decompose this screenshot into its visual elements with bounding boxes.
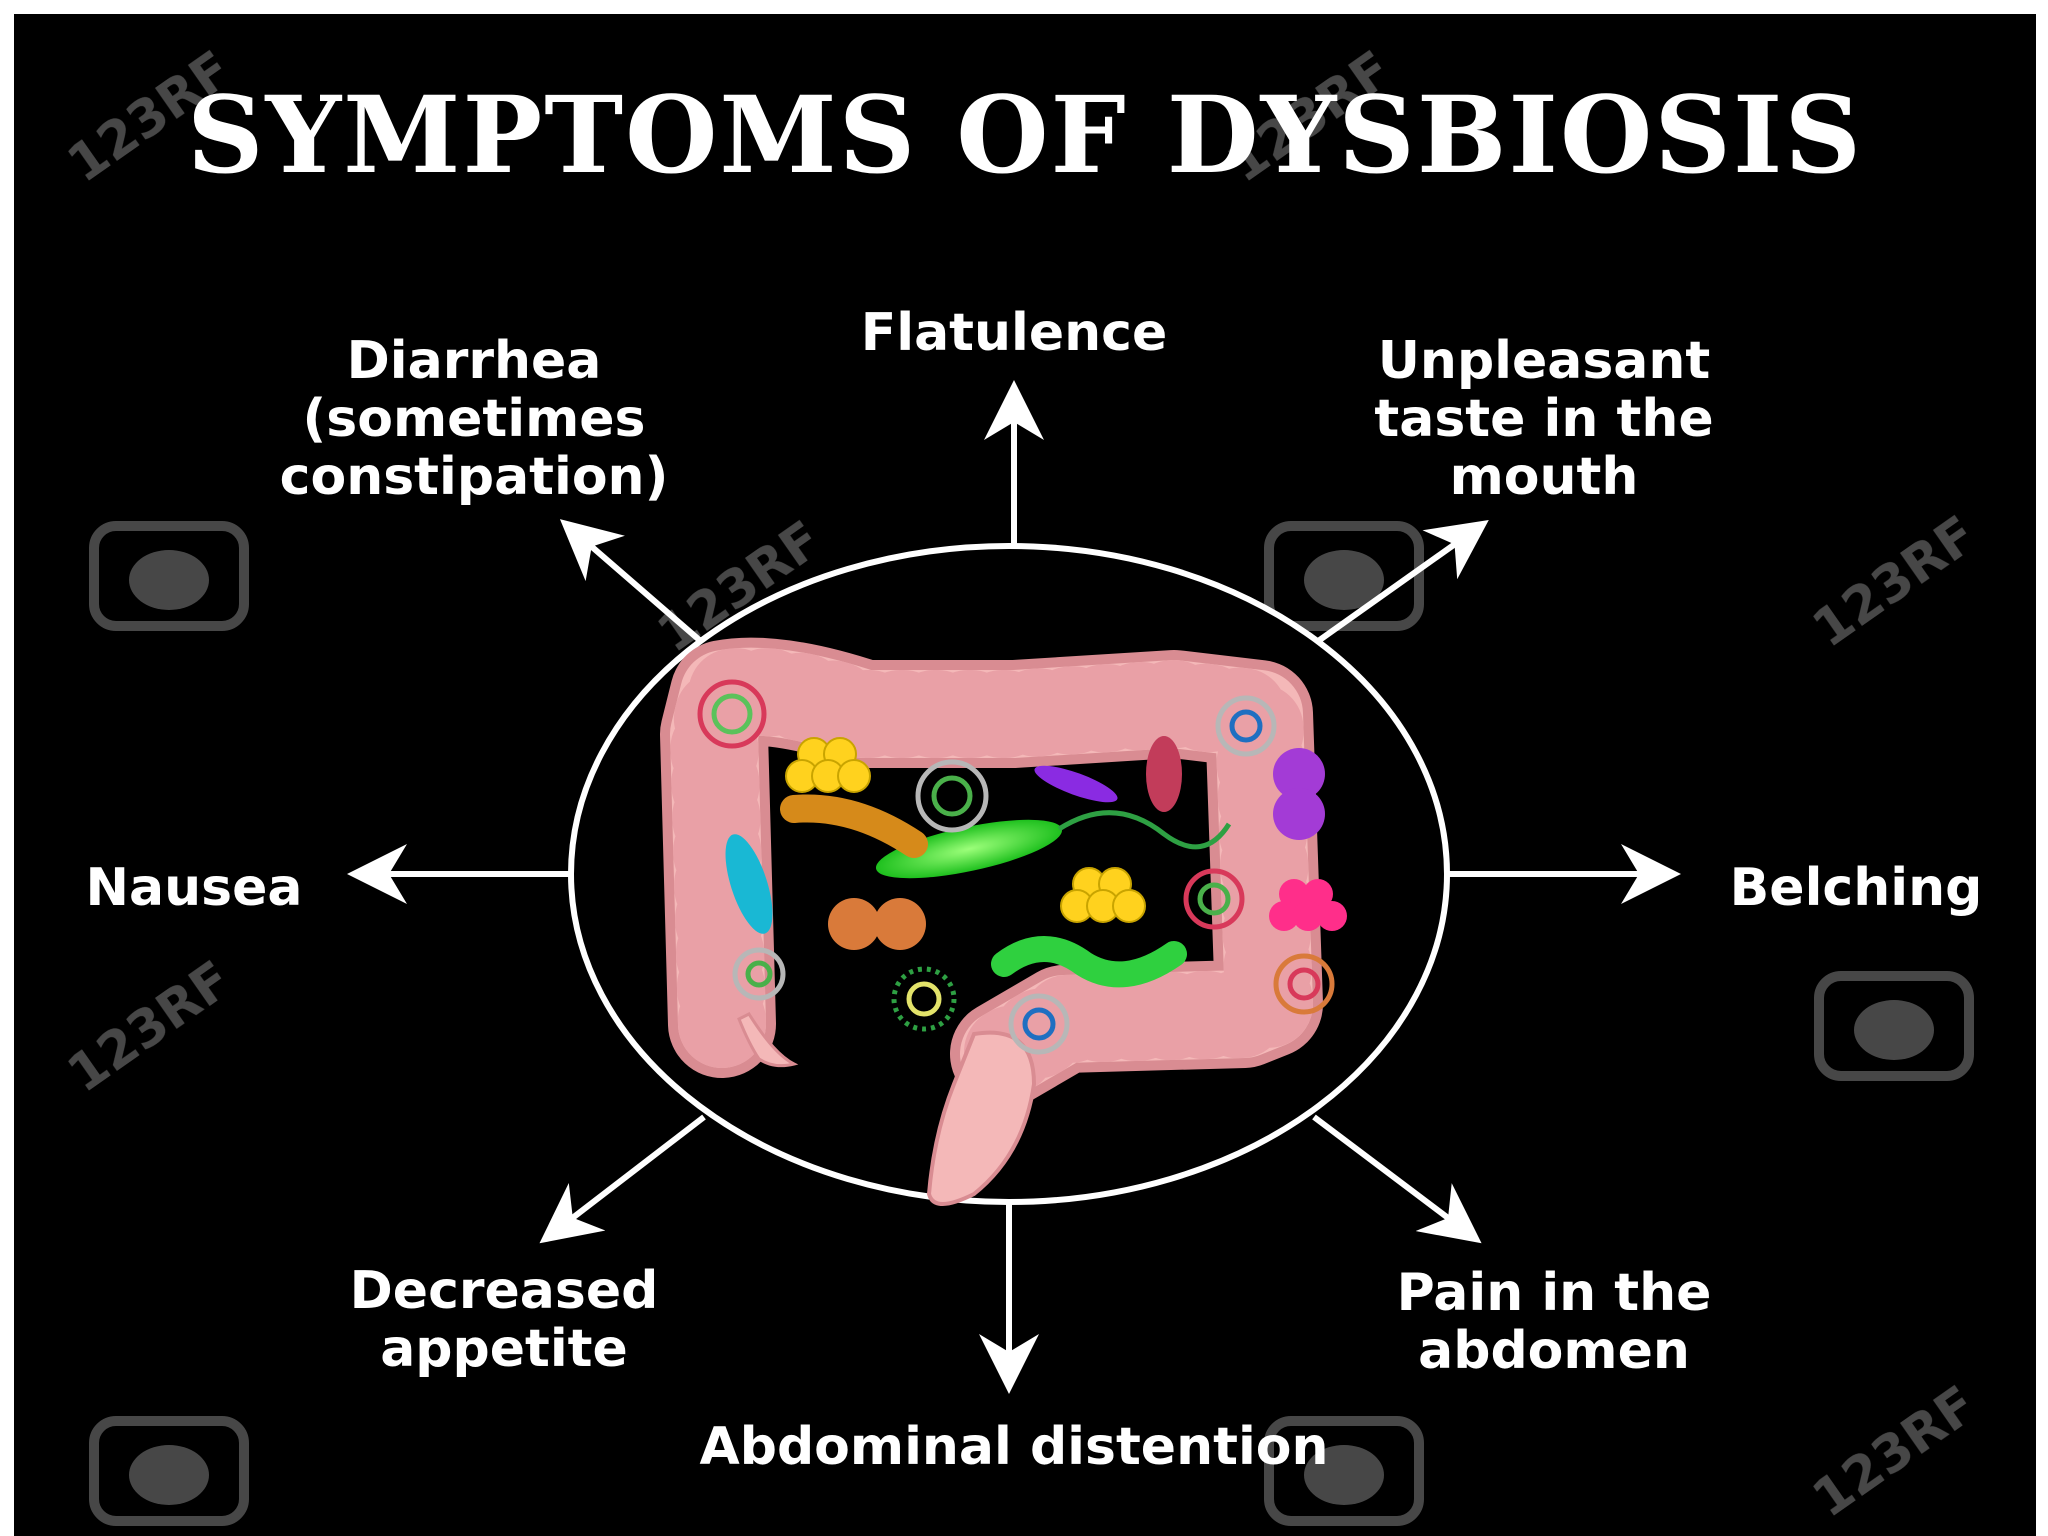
- cluster-yellow: [785, 737, 871, 793]
- symptom-label-decreased-appetite: Decreased appetite: [349, 1261, 659, 1379]
- symptom-label-diarrhea: Diarrhea (sometimes constipation): [279, 331, 669, 507]
- camera-watermark-icon: [89, 521, 249, 631]
- camera-watermark-icon: [1814, 971, 1974, 1081]
- bacterium-orange-rod: [780, 794, 928, 858]
- symptom-label-flatulence: Flatulence: [860, 303, 1168, 363]
- bacterium-cyan: [725, 834, 773, 934]
- intestine-illustration: [660, 637, 1347, 1206]
- bacterium-red: [1146, 736, 1182, 812]
- symptom-label-unpleasant-taste: Unpleasant taste in the mouth: [1374, 331, 1714, 507]
- symptom-label-belching: Belching: [1729, 858, 1983, 918]
- bacterium-flagella: [1057, 810, 1232, 850]
- arrow-down-left: [539, 1114, 706, 1244]
- infographic: 123RF 123RF 123RF 123RF 123RF 123RF 123R…: [14, 14, 2036, 1536]
- arrows: [347, 380, 1681, 1394]
- symptom-label-abdominal-distention: Abdominal distention: [699, 1417, 1329, 1477]
- camera-watermark-icon: [1264, 521, 1424, 631]
- camera-watermark-icon: [1264, 1416, 1424, 1526]
- colon-segments: [670, 647, 1313, 1098]
- symptom-label-pain-abdomen: Pain in the abdomen: [1396, 1263, 1712, 1381]
- appendix: [737, 1012, 799, 1068]
- bacterium-green-spiral: [991, 936, 1187, 988]
- virus-particles: [697, 679, 1335, 1055]
- page-title: SYMPTOMS OF DYSBIOSIS: [186, 72, 1864, 197]
- watermark-text: 123RF: [1802, 505, 1987, 660]
- rectum: [926, 1030, 1037, 1206]
- watermark-text: 123RF: [57, 950, 242, 1105]
- cluster-pink: [1269, 879, 1347, 931]
- watermark-text: 123RF: [1802, 1375, 1987, 1530]
- bacteria-group: [697, 679, 1347, 1055]
- bacterium-purple: [1034, 765, 1118, 803]
- cluster-violet: [1273, 748, 1325, 840]
- arrow-up-right: [1312, 520, 1489, 647]
- bacterium-green-rod: [875, 819, 1063, 879]
- symptom-label-nausea: Nausea: [85, 858, 303, 918]
- diagram-graphic: 123RF 123RF 123RF 123RF 123RF 123RF 123R…: [57, 40, 1987, 1530]
- cluster-yellow: [1060, 867, 1146, 923]
- arrow-down-right: [1312, 1114, 1482, 1244]
- arrow-up-left: [559, 519, 706, 647]
- cluster-orange: [828, 898, 926, 950]
- camera-watermark-icon: [89, 1416, 249, 1526]
